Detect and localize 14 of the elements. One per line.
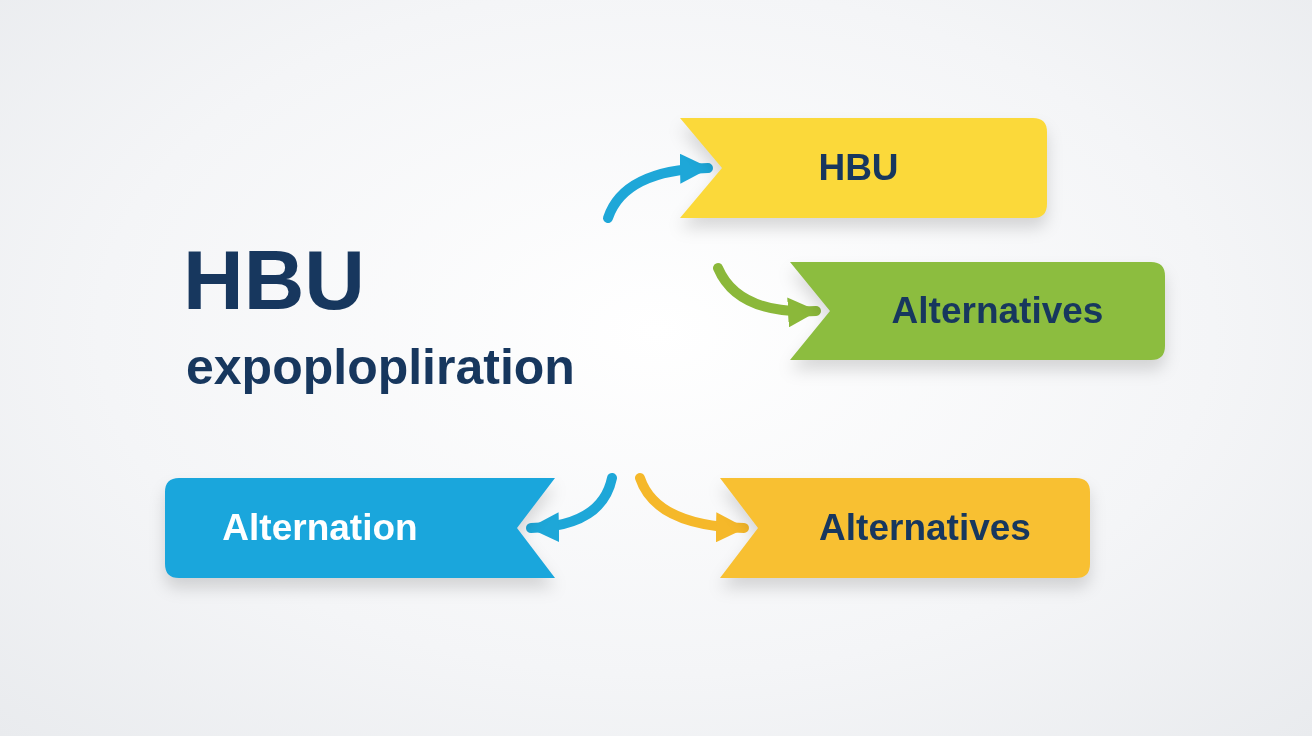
arrow-banner [790,262,1165,360]
arrow-banner [680,118,1047,218]
arrow-banner [165,478,555,578]
curved-arrow [635,473,749,542]
curved-arrow [526,473,617,542]
subheading: expoplopliration [186,340,575,395]
heading: HBU [183,238,365,322]
banner-label: Alternation [222,507,418,549]
curved-arrow [603,154,713,223]
curved-arrow [713,263,821,327]
banner-label: HBU [818,147,899,189]
banner-label: Alternatives [891,290,1104,332]
banner-label: Alternatives [819,507,1031,549]
arrow-banner [720,478,1090,578]
